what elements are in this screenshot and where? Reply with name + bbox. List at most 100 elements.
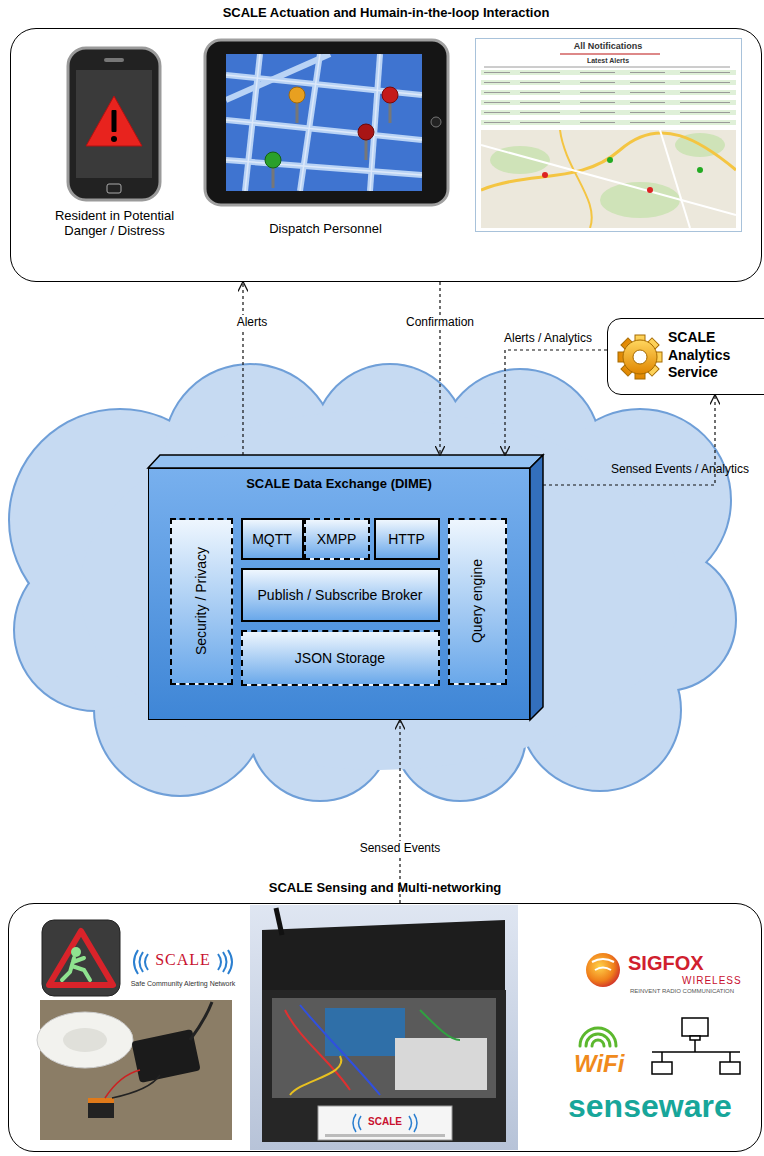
edge-label: Alerts [234, 315, 271, 329]
panel: SCALE Actuation and Humain-in-the-loop I… [10, 28, 762, 282]
sigfox-logo-mark-part [595, 968, 611, 971]
tablet-map-icon-part [205, 40, 448, 205]
tablet-map-icon-part [226, 54, 422, 191]
tablet-map-icon-part-part [226, 160, 422, 175]
notification-screenshot-part-part [660, 130, 690, 228]
node-label: Publish / Subscribe Broker [258, 587, 423, 603]
network-icon-part [652, 1051, 740, 1053]
notification-screenshot-part-part [630, 112, 665, 113]
notification-screenshot-part [475, 38, 742, 232]
notification-screenshot-part-part [580, 82, 615, 83]
component-box: Security / Privacy [170, 518, 233, 685]
network-icon-part [690, 1036, 700, 1040]
tablet-map-icon-part-part [226, 120, 422, 140]
network-icon-part [720, 1062, 740, 1074]
logo-text: WiFi [574, 1050, 624, 1078]
notification-screenshot-part [484, 67, 730, 123]
notification-screenshot-part-part [580, 92, 615, 93]
phone-icon-part [107, 184, 121, 193]
notification-screenshot-part-part [630, 92, 665, 93]
phone-icon-part [68, 48, 160, 200]
device-photo-part [262, 990, 506, 1142]
device-photo-part [272, 998, 496, 1098]
phone-icon-part [104, 58, 124, 62]
tablet-map-icon-part-part [245, 54, 260, 191]
notification-screenshot-part-part [680, 72, 730, 73]
tablet-map-icon-part [226, 54, 422, 191]
exchange-box: SCALE Data Exchange (DIME)Security / Pri… [148, 468, 530, 720]
notification-screenshot-part-part [630, 72, 665, 73]
logo-text: Safe Community Alerting Network [123, 980, 243, 987]
notification-screenshot-part [481, 70, 736, 125]
notification-screenshot-part-part [481, 110, 736, 115]
notification-screenshot-part-part [520, 92, 560, 93]
device-photo-part-part [353, 1114, 356, 1132]
app-icon [42, 920, 120, 996]
notification-screenshot-part-part [680, 102, 730, 103]
network-icon-part [694, 1040, 696, 1052]
notification-screenshot-part-part [630, 102, 665, 103]
notification-screenshot-part-part [647, 187, 653, 193]
tablet-map-icon-part [226, 54, 422, 191]
dashed-arrow [439, 282, 440, 455]
app-icon-part [49, 931, 113, 985]
logo-text: SIGFOX [628, 952, 704, 975]
component-box: Publish / Subscribe Broker [241, 568, 440, 622]
edge-label: Sensed Events / Analytics [608, 462, 752, 476]
phone-icon-part [112, 110, 117, 132]
smoke-detector-photo-part [112, 1075, 160, 1098]
notification-screenshot-part [560, 53, 660, 55]
tablet-map-icon-part-part [226, 160, 422, 175]
component-box: JSON Storage [241, 630, 440, 686]
app-icon-part [42, 920, 120, 996]
node-label: SCALE Sensing and Multi-networking [9, 880, 761, 895]
phone-icon [68, 48, 160, 200]
notification-screenshot-part-part [481, 145, 736, 215]
device-photo-part [276, 908, 282, 935]
notification-screenshot-part-part [680, 82, 730, 83]
notification-screenshot-part-part [484, 67, 730, 68]
actor-figure: Dispatch Personnel [200, 36, 452, 240]
notification-screenshot-part-part [520, 102, 560, 103]
dashed-arrow [505, 350, 607, 455]
gear-icon-part [621, 338, 659, 376]
notification-screenshot-part-part [520, 112, 560, 113]
node-label: MQTT [252, 531, 292, 547]
notification-screenshot-part-part [580, 72, 615, 73]
scale-logo-waves-part [223, 952, 227, 972]
tablet-map-icon-part-part [226, 120, 422, 140]
notification-screenshot-part-part [600, 182, 680, 218]
node-label: All Notifications [476, 41, 741, 51]
notification-screenshot-part-part [697, 167, 703, 173]
notification-screenshot-part-part [580, 112, 615, 113]
node-label: Dispatch Personnel [200, 221, 452, 236]
device-photo-part-part [409, 1116, 412, 1130]
logo-text: senseware [568, 1088, 732, 1125]
actor-figure: Resident in Potential Danger / Distress [40, 44, 190, 244]
tablet-map-icon-part-part [370, 54, 380, 191]
service-box: SCALE Analytics Service [607, 318, 764, 395]
phone-icon-part [111, 136, 117, 142]
node-label: Security / Privacy [193, 547, 209, 655]
tablet-map-icon-part [358, 124, 374, 140]
cloud-outline [10, 365, 735, 800]
sigfox-logo-mark-part [586, 953, 620, 987]
notification-screenshot-part-part [481, 120, 736, 125]
notification-screenshot-part-part [481, 90, 736, 95]
notification-screenshot-part-part [484, 82, 510, 83]
edge-label: Confirmation [403, 315, 477, 329]
tablet-map-icon-part [431, 117, 441, 127]
tablet-map-icon-part-part [370, 54, 380, 191]
notification-screenshot-part-part [680, 92, 730, 93]
dashed-arrow [399, 720, 400, 903]
tablet-map-icon-part-part [300, 54, 320, 191]
device-photo-part [395, 1038, 487, 1090]
notification-screenshot-part-part [484, 102, 510, 103]
notification-screenshot-part-part [680, 112, 730, 113]
device-photo-part [325, 1008, 405, 1056]
scale-logo-waves-part [218, 954, 221, 970]
sigfox-logo-mark-part [592, 959, 614, 962]
logo-text: SCALE [140, 951, 226, 969]
notification-screenshot-part-part [484, 112, 510, 113]
